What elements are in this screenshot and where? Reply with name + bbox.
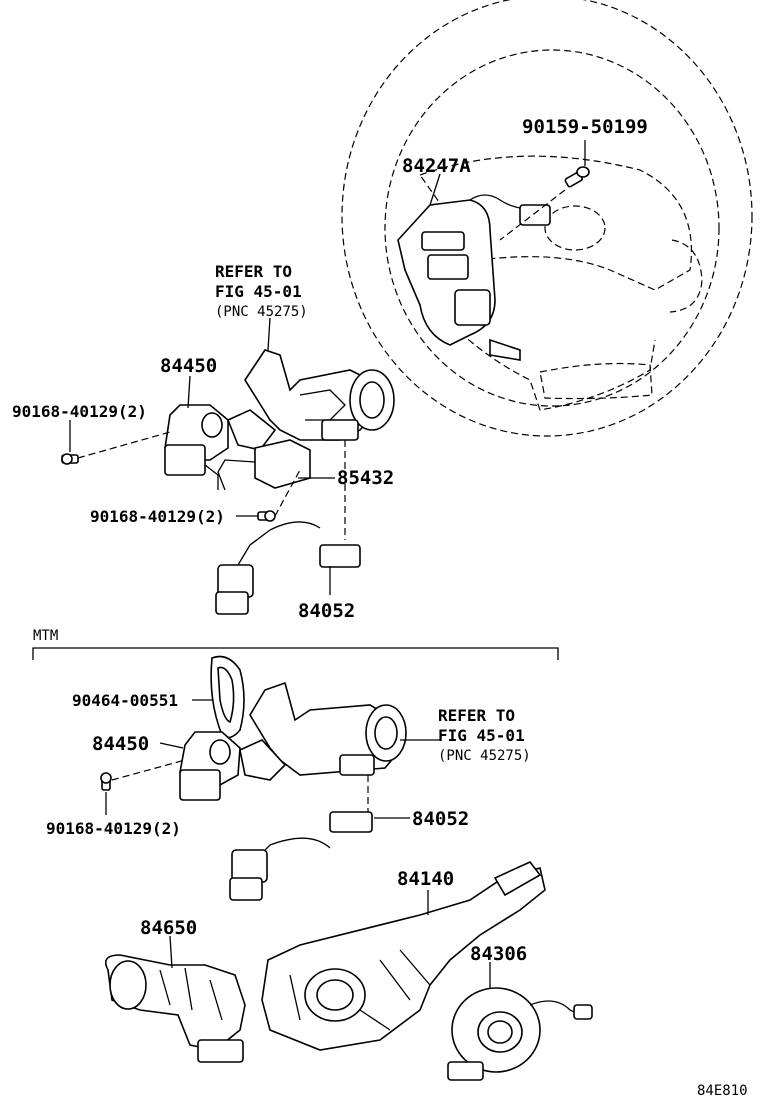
steering-pad-switch[interactable] <box>397 194 551 361</box>
leader-84650 <box>169 935 173 969</box>
leader-84450-bot <box>159 742 184 749</box>
wiper-switch-84650[interactable] <box>104 954 246 1063</box>
section-label-mtm: MTM <box>33 628 58 644</box>
label-90168-c: 90168-40129(2) <box>46 819 181 838</box>
leader-84450-top <box>187 375 191 409</box>
steering-column-lower[interactable] <box>239 681 407 781</box>
label-84306: 84306 <box>470 943 527 965</box>
steering-column-upper[interactable] <box>226 349 395 451</box>
screw-90168-top-b[interactable] <box>257 510 276 522</box>
label-84052-top: 84052 <box>298 600 355 622</box>
label-90168-b: 90168-40129(2) <box>90 507 225 526</box>
label-84247a: 84247A <box>402 155 471 177</box>
label-fig-2: FIG 45-01 <box>438 726 525 745</box>
figure-code: 84E810 <box>697 1083 748 1099</box>
steering-wheel <box>341 0 753 437</box>
mtm-bracket <box>32 647 559 660</box>
label-85432: 85432 <box>337 467 394 489</box>
label-fig-1: FIG 45-01 <box>215 282 302 301</box>
unlock-warning-switch-top[interactable] <box>215 521 361 615</box>
label-84140: 84140 <box>397 868 454 890</box>
unlock-warning-switch-bottom[interactable] <box>229 811 373 901</box>
amplifier-85432[interactable] <box>217 439 311 491</box>
label-84450-top: 84450 <box>160 355 217 377</box>
transponder-key-amplifier-bottom[interactable] <box>179 731 241 801</box>
leader-refer1 <box>267 317 271 351</box>
screw-90168-bottom[interactable] <box>100 772 112 791</box>
label-84052-bot: 84052 <box>412 808 469 830</box>
leader-84247a <box>429 173 441 206</box>
screw-90159[interactable] <box>564 166 590 188</box>
label-90159-50199: 90159-50199 <box>522 116 648 138</box>
spiral-cable-84306[interactable] <box>447 987 593 1081</box>
transponder-key-amplifier-top[interactable] <box>164 404 229 490</box>
label-refer-to-2: REFER TO <box>438 706 515 725</box>
label-refer-to-1: REFER TO <box>215 262 292 281</box>
label-pnc-2: (PNC 45275) <box>438 748 531 764</box>
screw-90168-top-a[interactable] <box>61 453 79 465</box>
label-90464-00551: 90464-00551 <box>72 691 178 710</box>
combination-switch-84140[interactable] <box>261 861 546 1051</box>
label-pnc-1: (PNC 45275) <box>215 304 308 320</box>
label-84450-bot: 84450 <box>92 733 149 755</box>
label-90168-a: 90168-40129(2) <box>12 402 147 421</box>
label-84650: 84650 <box>140 917 197 939</box>
ring-90464[interactable] <box>210 655 245 739</box>
